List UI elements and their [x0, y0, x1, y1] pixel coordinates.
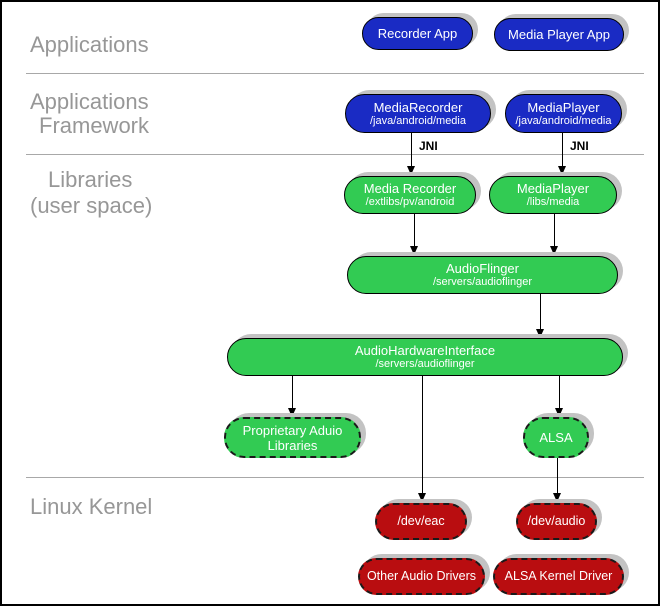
node-other-audio-drivers-title: Other Audio Drivers: [366, 569, 477, 583]
node-mediaplayer-lib-path: /libs/media: [526, 196, 580, 208]
section-label-framework-line2: Framework: [39, 113, 150, 138]
node-dev-audio-title: /dev/audio: [527, 514, 586, 528]
node-audiohardwareinterface-path: /servers/audioflinger: [375, 358, 475, 370]
node-recorder-app-label: Recorder App: [377, 26, 458, 41]
node-mediaplayer-framework-title: MediaPlayer: [527, 99, 600, 115]
arrow-ahi-to-proprietary-line: [292, 375, 293, 409]
arrow-alsa-to-devaudio-head: [553, 493, 561, 502]
section-label-framework-line1: Applications: [30, 89, 149, 114]
node-proprietary-audio-libraries-title: Proprietary Aduio Libraries: [242, 422, 343, 453]
node-alsa-kernel-driver-title: ALSA Kernel Driver: [504, 569, 613, 583]
node-media-recorder-lib-path: /extlibs/pv/android: [365, 196, 455, 208]
jni-label-player: JNI: [570, 139, 589, 153]
node-audioflinger: AudioFlinger /servers/audioflinger: [347, 256, 618, 294]
divider-framework-libraries: [26, 154, 644, 155]
node-media-recorder-lib-title: Media Recorder: [363, 181, 457, 196]
jni-recorder-arrowhead: [407, 166, 415, 175]
section-label-applications: Applications: [30, 32, 149, 57]
arrow-alsa-to-devaudio-line: [557, 457, 558, 494]
node-alsa: ALSA: [523, 417, 589, 458]
node-other-audio-drivers: Other Audio Drivers: [358, 558, 485, 595]
node-mediarecorder-framework-title: MediaRecorder: [373, 99, 463, 115]
arrow-mediaplayer-to-audioflinger-head: [550, 246, 558, 255]
arrow-ahi-to-alsa-head: [555, 408, 563, 417]
jni-label-recorder: JNI: [419, 139, 438, 153]
divider-libraries-kernel: [26, 477, 644, 478]
node-dev-eac: /dev/eac: [375, 503, 467, 540]
node-audiohardwareinterface: AudioHardwareInterface /servers/audiofli…: [227, 338, 623, 376]
jni-player-arrowhead: [558, 166, 566, 175]
section-label-linux-kernel: Linux Kernel: [30, 494, 153, 519]
arrow-mediarecorder-to-audioflinger-line: [414, 213, 415, 247]
node-media-player-app-label: Media Player App: [508, 27, 610, 42]
section-label-libraries-line2: (user space): [30, 193, 153, 218]
node-audiohardwareinterface-title: AudioHardwareInterface: [354, 343, 496, 358]
arrow-ahi-to-proprietary-head: [288, 408, 296, 417]
node-mediaplayer-lib-title: MediaPlayer: [516, 181, 590, 196]
node-dev-audio: /dev/audio: [516, 503, 597, 540]
arrow-mediaplayer-to-audioflinger-line: [554, 213, 555, 247]
section-label-libraries-line1: Libraries: [48, 167, 133, 192]
arrow-mediarecorder-to-audioflinger-head: [410, 246, 418, 255]
node-audioflinger-path: /servers/audioflinger: [432, 276, 533, 288]
arrow-ahi-to-deveac-line: [422, 375, 423, 494]
arrow-ahi-to-alsa-line: [559, 375, 560, 409]
divider-applications-framework: [26, 73, 644, 74]
node-dev-eac-title: /dev/eac: [397, 514, 445, 528]
node-media-recorder-lib: Media Recorder /extlibs/pv/android: [344, 176, 476, 214]
node-recorder-app: Recorder App: [362, 17, 473, 50]
node-mediaplayer-framework-path: /java/android/media: [515, 114, 612, 127]
jni-recorder-line: [411, 132, 412, 167]
node-mediarecorder-framework: MediaRecorder /java/android/media: [345, 94, 491, 133]
node-mediaplayer-lib: MediaPlayer /libs/media: [489, 176, 617, 214]
node-mediarecorder-framework-path: /java/android/media: [369, 114, 466, 127]
node-proprietary-audio-libraries: Proprietary Aduio Libraries: [224, 417, 361, 458]
node-alsa-kernel-driver: ALSA Kernel Driver: [493, 558, 624, 595]
arrow-ahi-to-deveac-head: [418, 493, 426, 502]
node-audioflinger-title: AudioFlinger: [446, 261, 519, 276]
node-media-player-app: Media Player App: [494, 18, 624, 51]
node-mediaplayer-framework: MediaPlayer /java/android/media: [505, 94, 622, 133]
jni-player-line: [562, 132, 563, 167]
node-alsa-title: ALSA: [539, 430, 573, 445]
arrow-audioflinger-to-ahi-head: [536, 329, 544, 338]
arrow-audioflinger-to-ahi-line: [540, 293, 541, 330]
